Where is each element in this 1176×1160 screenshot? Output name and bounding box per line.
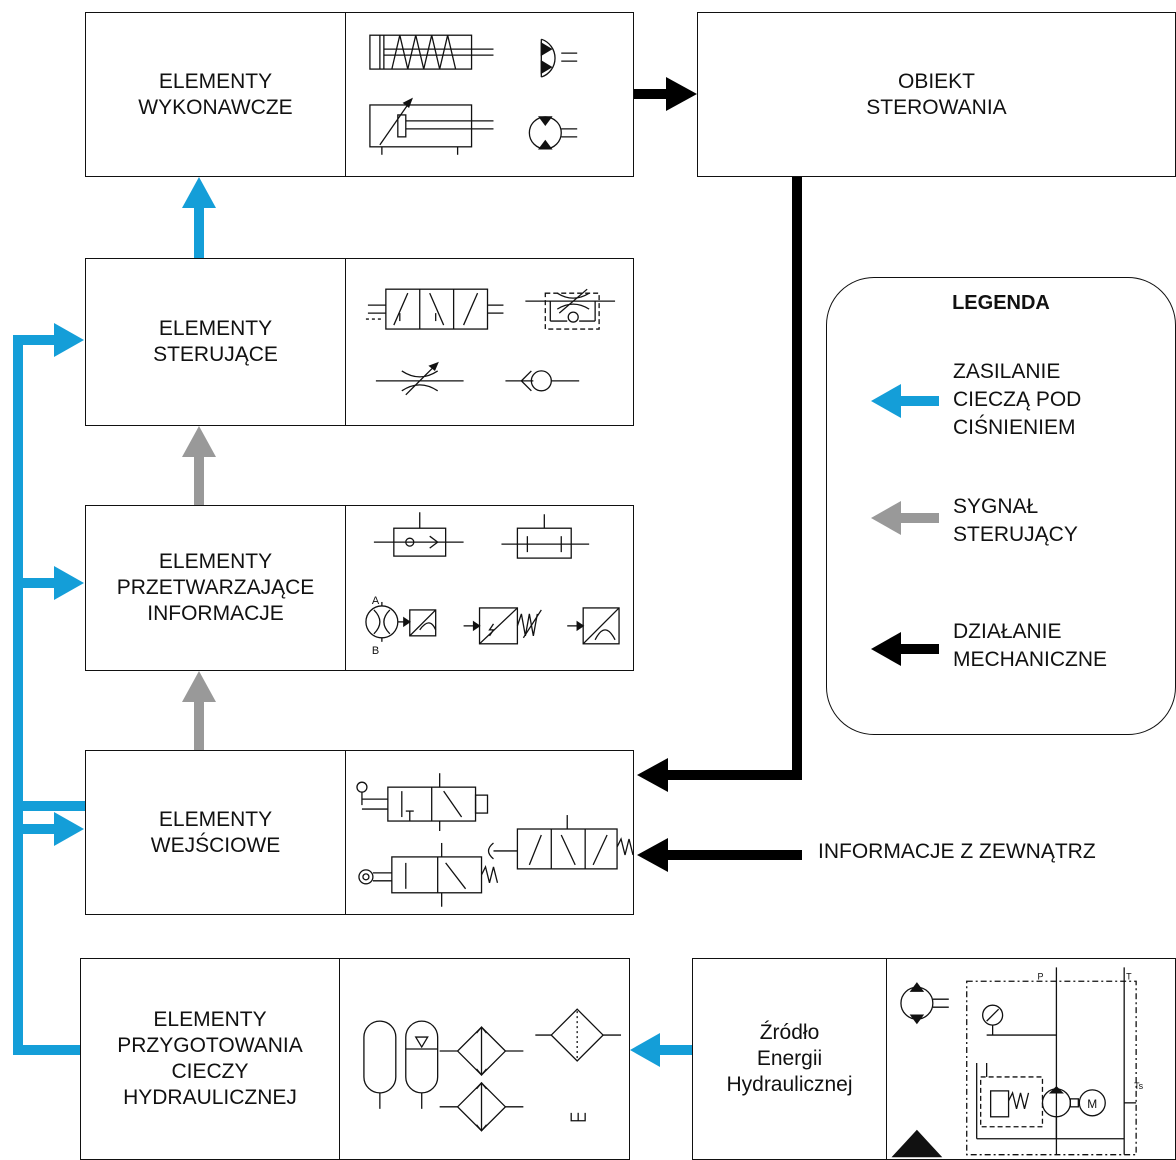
mech-arrow-obiekt <box>666 77 697 111</box>
block-przygotowania-label: ELEMENTY PRZYGOTOWANIA CIECZY HYDRAULICZ… <box>117 1008 303 1109</box>
legend: LEGENDA ZASILANIE CIECZĄ POD CIŚNIENIEM … <box>826 277 1176 735</box>
two-pressure-valve-icon <box>501 514 590 559</box>
block-przygotowania: ELEMENTY PRZYGOTOWANIA CIECZY HYDRAULICZ… <box>80 958 630 1160</box>
port-b-label: B <box>372 645 379 657</box>
plunger-valve-icon <box>358 842 499 907</box>
block-obiekt: OBIEKT STEROWANIA <box>697 12 1176 177</box>
legend-arrow-signal <box>871 501 901 535</box>
block-przetwarzajace-label: ELEMENTY PRZETWARZAJĄCE INFORMACJE <box>116 550 315 625</box>
shuttle-valve-icon <box>373 512 464 557</box>
signal-arrow-2 <box>182 426 216 457</box>
input-symbols <box>345 751 634 914</box>
block-zrodlo-label: Źródło Energii Hydraulicznej <box>726 1021 853 1096</box>
hydraulic-motor-icon <box>528 116 578 150</box>
block-wykonawcze-label: ELEMENTY WYKONAWCZE <box>138 69 293 119</box>
supply-arrow-wejsciowe <box>54 812 84 846</box>
flow-control-valve-icon <box>525 288 616 330</box>
spring-cylinder-icon <box>369 34 494 70</box>
control-symbols <box>345 259 633 425</box>
legend-arrow-mechanical <box>871 632 901 666</box>
pressure-source-icon <box>891 1129 943 1158</box>
pump-icon <box>900 982 949 1025</box>
tank-icon <box>570 1112 586 1122</box>
motor-label: M <box>1087 1097 1097 1111</box>
mech-arrow-feedback <box>637 758 668 792</box>
mech-feedback-line <box>666 177 802 780</box>
accumulator-icon <box>363 1020 397 1109</box>
roller-valve-icon <box>356 773 489 832</box>
legend-item-mechanical: DZIAŁANIE MECHANICZNE <box>953 620 1108 671</box>
throttle-valve-icon <box>375 361 464 396</box>
rotary-actuator-icon <box>540 38 578 78</box>
cooler-icon <box>439 1081 524 1132</box>
block-wejsciowe-label: ELEMENTY WEJŚCIOWE <box>150 807 281 857</box>
block-wykonawcze: ELEMENTY WYKONAWCZE <box>85 12 634 177</box>
port-p-label: P <box>1037 971 1043 981</box>
pressure-switch-icon <box>463 607 542 645</box>
supply-line-bottom <box>13 806 80 1055</box>
port-a-label: A <box>372 595 380 607</box>
processing-symbols: A B <box>345 506 633 670</box>
block-przetwarzajace: ELEMENTY PRZETWARZAJĄCE INFORMACJE <box>85 505 634 671</box>
strainer-icon <box>535 1008 622 1062</box>
supply-arrow-sterujace <box>54 323 84 357</box>
port-ts-label: Ts <box>1134 1081 1143 1091</box>
legend-arrow-pressure <box>871 384 901 418</box>
mech-arrow-external <box>637 838 668 872</box>
block-obiekt-label: OBIEKT STEROWANIA <box>866 69 1007 119</box>
block-sterujace: ELEMENTY STERUJĄCE <box>85 258 634 426</box>
legend-title: LEGENDA <box>952 292 1050 314</box>
directional-valve-icon <box>365 288 504 330</box>
legend-item-signal: SYGNAŁ STERUJĄCY <box>953 495 1078 546</box>
supply-arrow-wykonawcze <box>182 177 216 208</box>
preparation-symbols <box>339 959 629 1159</box>
block-wejsciowe: ELEMENTY WEJŚCIOWE <box>85 750 634 915</box>
flow-sensor-icon <box>365 601 437 642</box>
supply-arrow-przetwarzajace <box>54 566 84 600</box>
push-button-valve-icon <box>487 815 634 870</box>
power-unit-icon <box>966 967 1137 1156</box>
external-input-label: INFORMACJE Z ZEWNĄTRZ <box>818 840 1096 863</box>
supply-arrow-source <box>630 1033 660 1067</box>
check-valve-icon <box>505 370 580 392</box>
port-t-label: T <box>1126 971 1132 981</box>
block-zrodlo: Źródło Energii Hydraulicznej <box>692 958 1176 1160</box>
signal-arrow-1 <box>182 671 216 702</box>
legend-item-pressure: ZASILANIE CIECZĄ POD CIŚNIENIEM <box>953 360 1082 439</box>
filter-icon <box>439 1026 524 1076</box>
legend-arrows <box>871 384 939 666</box>
gas-accumulator-icon <box>405 1020 439 1109</box>
actuator-symbols <box>345 13 633 176</box>
adjustable-cylinder-icon <box>369 97 494 155</box>
block-sterujace-label: ELEMENTY STERUJĄCE <box>153 317 278 366</box>
supply-line <box>13 340 85 811</box>
source-symbols: P T Ts M <box>886 959 1175 1159</box>
pressure-gauge-sensor-icon <box>567 607 620 645</box>
